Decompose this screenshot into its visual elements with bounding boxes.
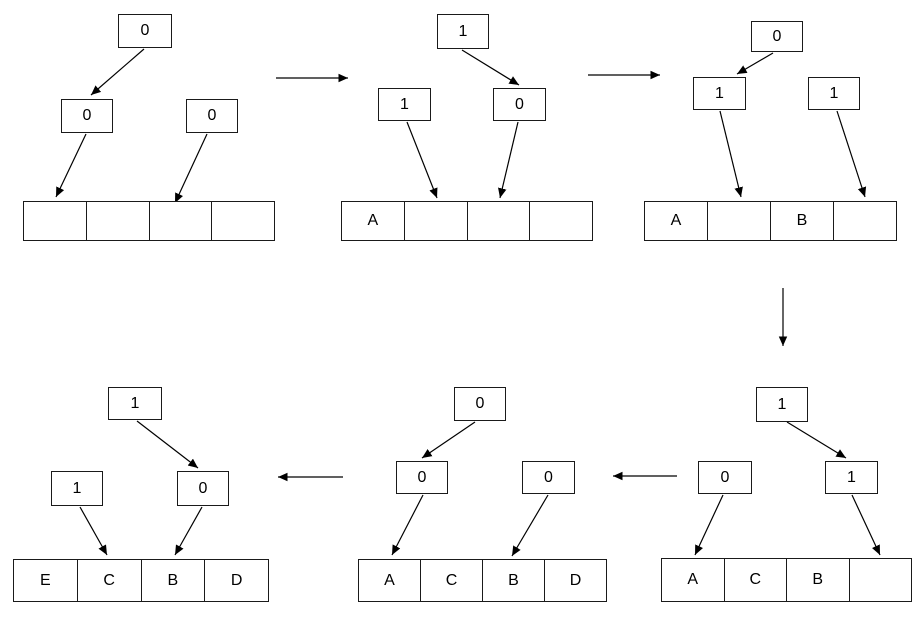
step6-array-cell-3: B (140, 560, 205, 601)
step4-array-cell-4 (848, 559, 912, 601)
step3-arrow-right-to-cell4-icon (836, 110, 867, 198)
step2-arrow-left-to-cell2-icon (406, 121, 438, 199)
step6-arrow-left-to-cell2-icon (79, 506, 108, 556)
step5-array: A C B D (358, 559, 607, 602)
step5-left-node: 0 (396, 461, 448, 494)
step3-array-cell-4 (833, 202, 896, 240)
step4-array-cell-2: C (723, 559, 787, 601)
step3-arrow-root-to-left-icon (736, 52, 774, 75)
step4-left-node: 0 (698, 461, 752, 494)
step4-arrow-left-to-cell1-icon (694, 494, 724, 556)
step5-right-node: 0 (522, 461, 575, 494)
step6-root-node: 1 (108, 387, 162, 420)
step3-root-node: 0 (751, 21, 803, 52)
step5-array-cell-3: B (482, 560, 544, 601)
step6-left-node: 1 (51, 471, 103, 506)
step4-array-cell-1: A (687, 571, 699, 588)
step2-array-cell-3 (466, 202, 530, 240)
step1-arrow-right-to-cell3-icon (174, 133, 208, 204)
step1-arrow-root-to-left-icon (90, 48, 145, 96)
step5-array-cell-1: A (384, 571, 395, 589)
step5-root-node: 0 (454, 387, 506, 421)
step2-array-cell-4 (529, 202, 592, 240)
step3-arrow-left-to-cell2-icon (719, 110, 743, 198)
step4-array-cell-3: B (786, 559, 849, 601)
step3-left-node: 1 (693, 77, 746, 110)
step5-arrow-root-to-left-icon (421, 421, 476, 459)
step1-array-cell-3 (148, 202, 212, 240)
step1-left-node: 0 (61, 99, 113, 133)
step3-array-cell-1: A (670, 212, 682, 229)
step6-array-cell-2: C (76, 560, 141, 601)
step2-arrow-root-to-right-icon (461, 49, 520, 86)
step5-array-cell-2: C (420, 560, 482, 601)
step6-array: E C B D (13, 559, 269, 602)
step1-array (23, 201, 275, 241)
step4-array: A C B (661, 558, 912, 602)
step6-right-node: 0 (177, 471, 229, 506)
step6-array-cell-4: D (204, 560, 268, 601)
step1-right-node: 0 (186, 99, 238, 133)
step4-arrow-root-to-right-icon (786, 421, 847, 459)
step2-right-node: 0 (493, 88, 546, 121)
step3-array-cell-2 (707, 202, 770, 240)
step1-array-cell-4 (211, 202, 274, 240)
step1-arrow-left-to-cell1-icon (55, 133, 87, 198)
step6-arrow-right-to-cell3-icon (174, 506, 203, 556)
step4-arrow-right-to-cell4-icon (851, 494, 881, 556)
step3-right-node: 1 (808, 77, 860, 110)
step5-arrow-right-to-cell3-icon (511, 494, 549, 557)
step1-array-cell-2 (85, 202, 149, 240)
step1-root-node: 0 (118, 14, 172, 48)
step2-root-node: 1 (437, 14, 489, 49)
step3-array-cell-3: B (770, 202, 833, 240)
step2-array: A (341, 201, 593, 241)
step4-root-node: 1 (756, 387, 808, 422)
step2-arrow-right-to-cell3-icon (498, 121, 519, 199)
step5-arrow-left-to-cell1-icon (391, 494, 424, 556)
step1-array-cell-1 (24, 202, 86, 240)
step2-array-cell-2 (403, 202, 467, 240)
step6-arrow-root-to-right-icon (136, 420, 199, 469)
step3-array: A B (644, 201, 897, 241)
step5-array-cell-4: D (544, 560, 606, 601)
step2-array-cell-1: A (367, 212, 379, 229)
step4-right-node: 1 (825, 461, 878, 494)
step6-array-cell-1: E (40, 571, 51, 589)
step2-left-node: 1 (378, 88, 431, 121)
